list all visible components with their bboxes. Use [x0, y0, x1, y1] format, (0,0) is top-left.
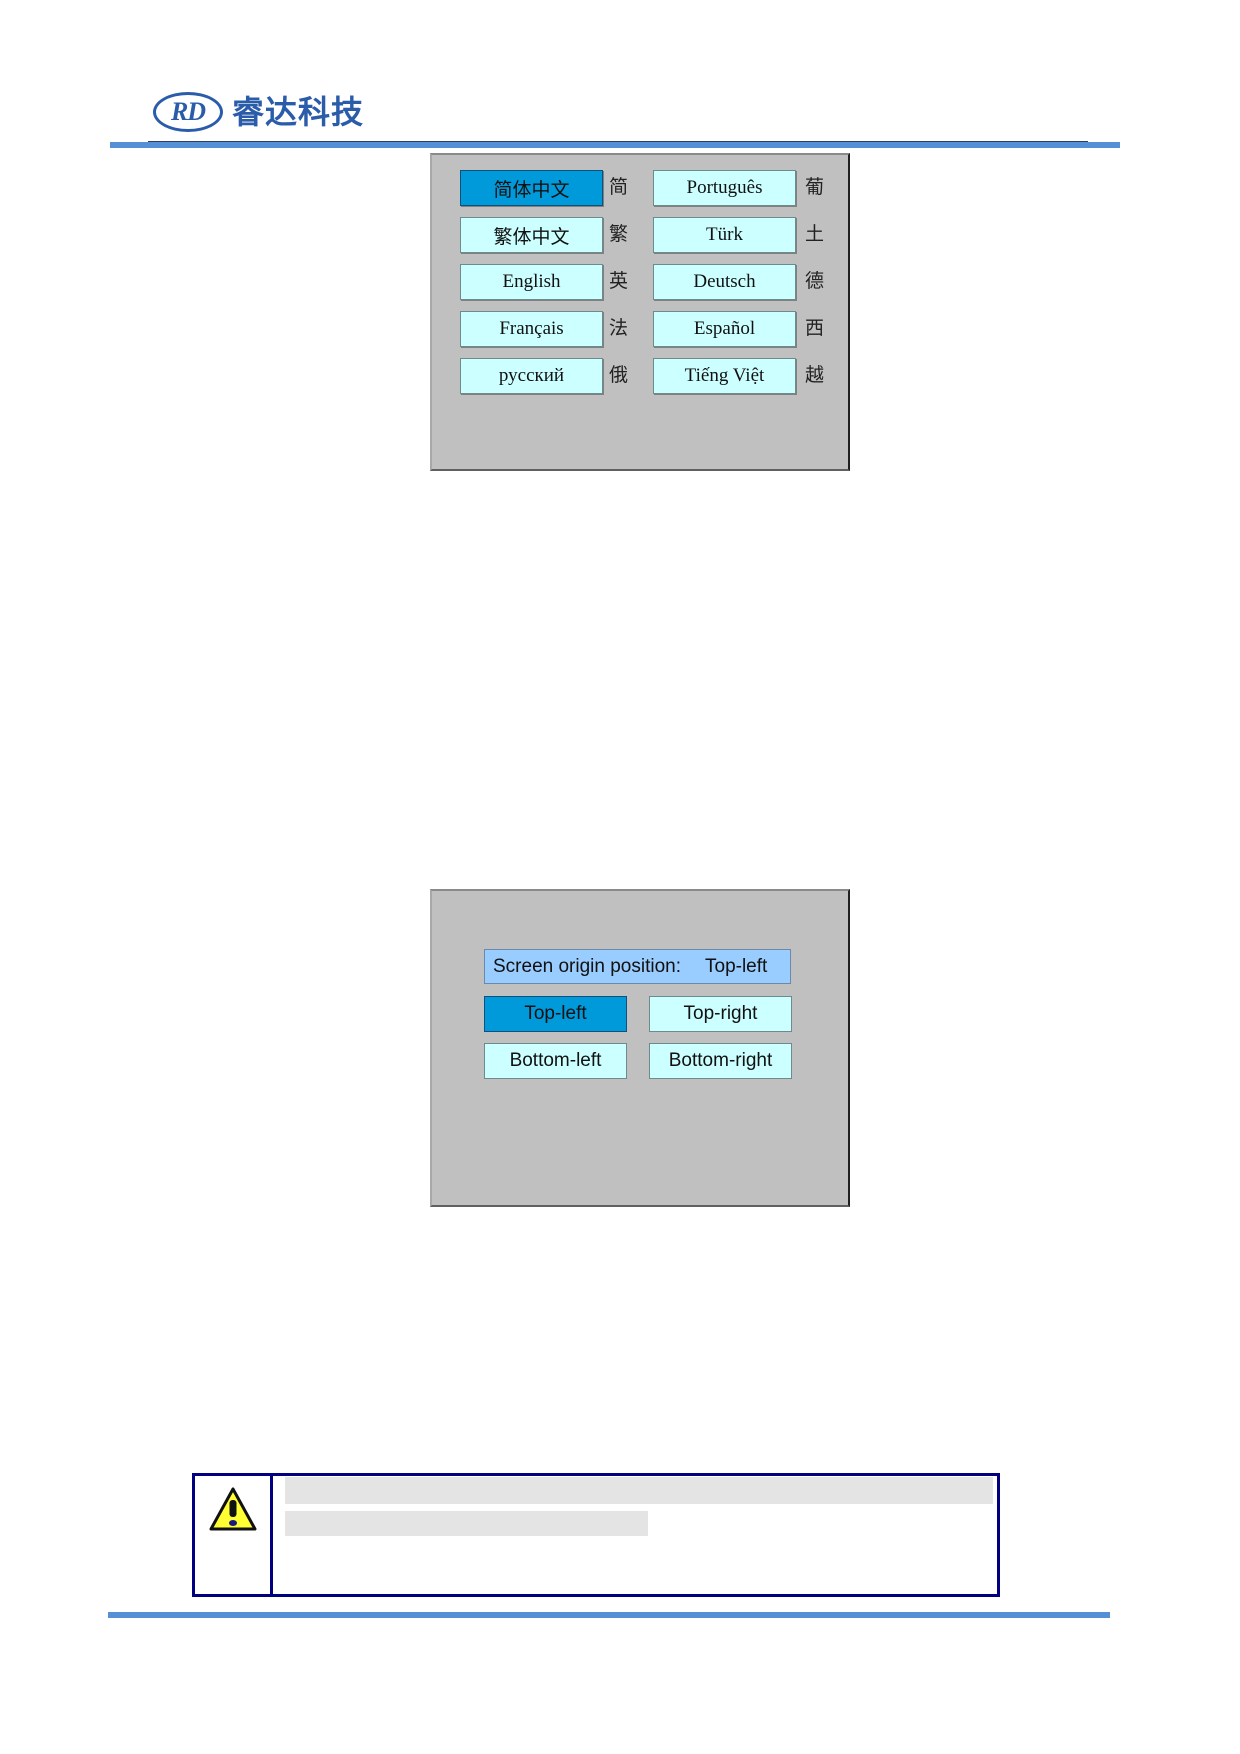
header-divider: [110, 142, 1120, 148]
origin-position-value: Top-left: [705, 955, 768, 977]
warning-note-divider: [270, 1473, 273, 1597]
origin-bottom-left-button[interactable]: Bottom-left: [484, 1043, 627, 1079]
language-abbr: 繁: [609, 224, 629, 245]
language-button-traditional-chinese[interactable]: 繁体中文: [460, 217, 603, 253]
language-abbr: 葡: [805, 177, 825, 198]
origin-position-status: Screen origin position: Top-left: [484, 949, 791, 984]
language-button-english[interactable]: English: [460, 264, 603, 300]
language-abbr: 德: [805, 271, 825, 292]
note-text-line: [285, 1511, 648, 1536]
language-abbr: 土: [805, 224, 825, 245]
company-name: 睿达科技: [232, 94, 365, 130]
language-button-spanish[interactable]: Español: [653, 311, 796, 347]
language-abbr: 西: [805, 318, 825, 339]
warning-note-box: [192, 1473, 1000, 1597]
language-button-portuguese[interactable]: Português: [653, 170, 796, 206]
origin-top-left-button[interactable]: Top-left: [484, 996, 627, 1032]
origin-bottom-right-button[interactable]: Bottom-right: [649, 1043, 792, 1079]
company-logo: RD: [153, 92, 223, 132]
language-button-vietnamese[interactable]: Tiếng Việt: [653, 358, 796, 394]
language-button-simplified-chinese[interactable]: 简体中文: [460, 170, 603, 206]
origin-position-label: Screen origin position:: [493, 955, 681, 977]
language-abbr: 俄: [609, 365, 629, 386]
footer-divider: [108, 1612, 1110, 1618]
language-abbr: 法: [609, 318, 629, 339]
note-text-line: [285, 1477, 993, 1504]
language-button-german[interactable]: Deutsch: [653, 264, 796, 300]
language-button-russian[interactable]: русский: [460, 358, 603, 394]
logo-mark: RD: [170, 97, 206, 126]
warning-icon: [208, 1486, 258, 1532]
language-button-french[interactable]: Français: [460, 311, 603, 347]
language-abbr: 英: [609, 271, 629, 292]
origin-top-right-button[interactable]: Top-right: [649, 996, 792, 1032]
language-abbr: 简: [609, 177, 629, 198]
language-button-turkish[interactable]: Türk: [653, 217, 796, 253]
header-divider-thin: [148, 141, 1088, 142]
language-abbr: 越: [805, 365, 825, 386]
